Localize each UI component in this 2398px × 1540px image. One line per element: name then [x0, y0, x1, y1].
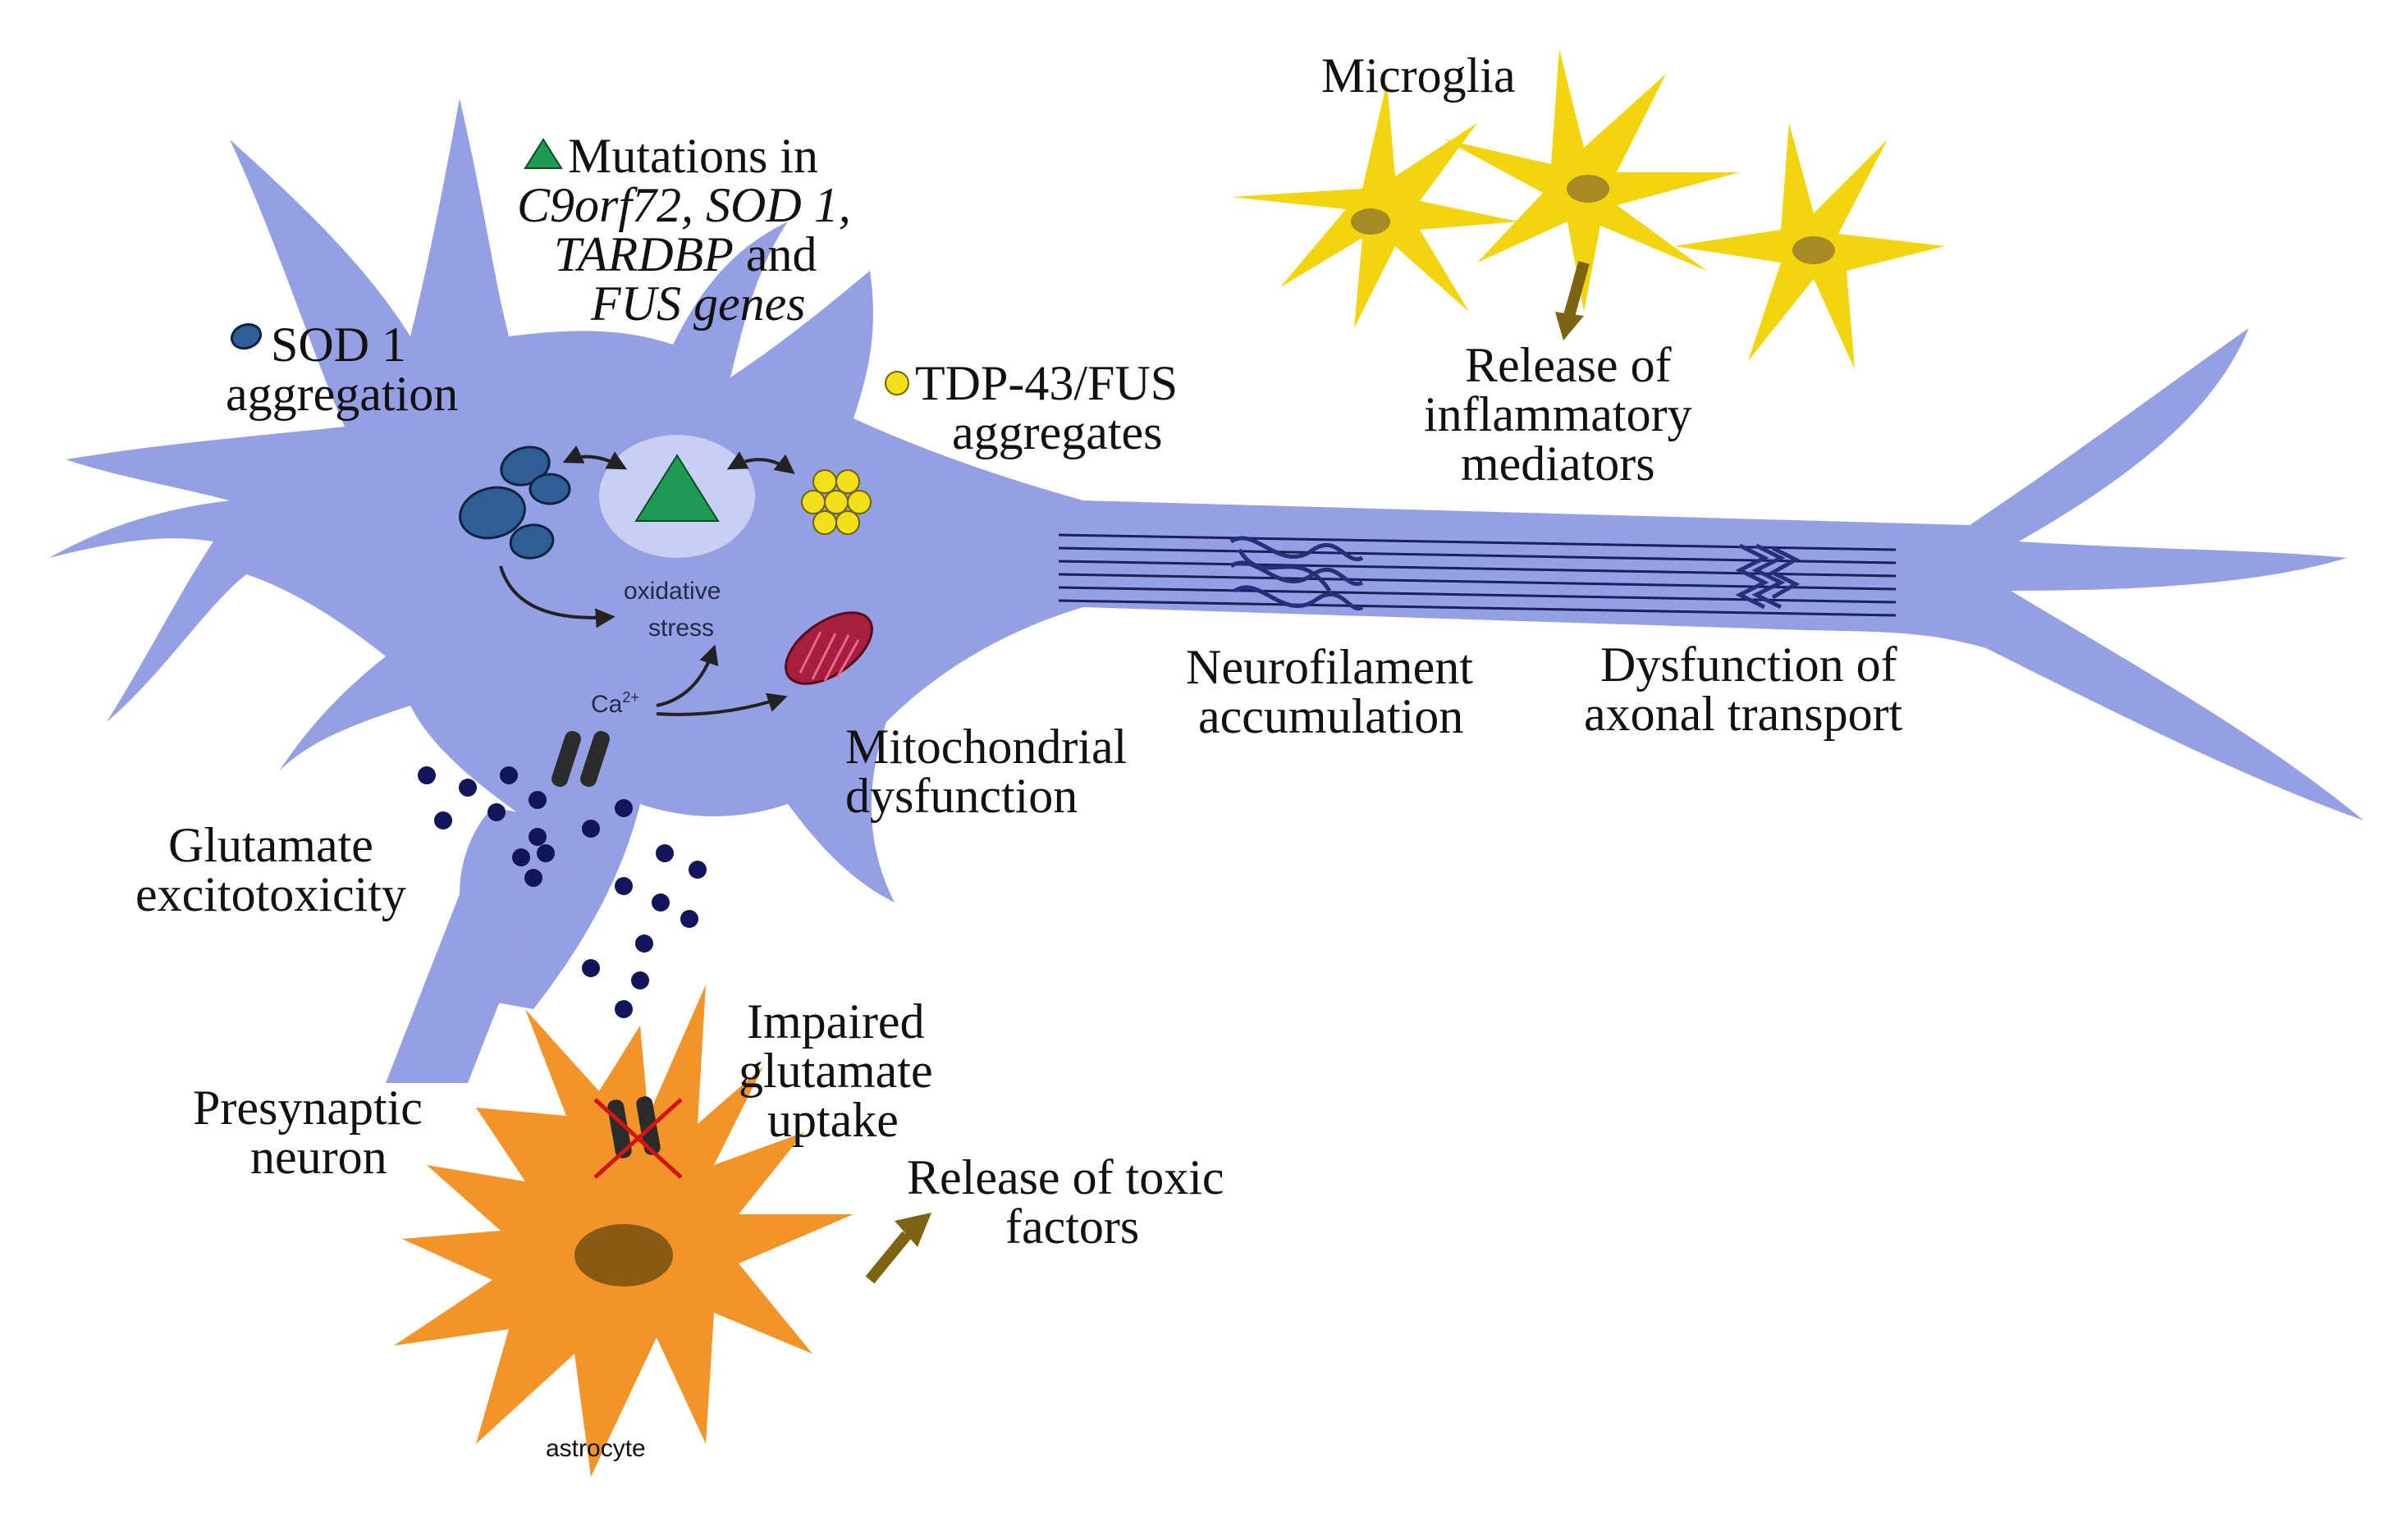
- label-toxic-2: factors: [1005, 1200, 1139, 1254]
- tdp43-aggregates: [801, 469, 872, 535]
- arrow-nucleus-tdp43: [726, 451, 795, 474]
- label-mutations-1: Mutations in: [568, 129, 818, 183]
- neurofilament-tangle: [1229, 536, 1364, 611]
- label-mutations-3: TARDBP and: [554, 227, 817, 281]
- label-inflammatory-3: mediators: [1461, 436, 1655, 491]
- label-neurofilament-1: Neurofilament: [1186, 640, 1473, 694]
- label-impaired-3: uptake: [767, 1093, 899, 1147]
- microglia-group: [1231, 49, 1945, 369]
- triangle-icon: [524, 138, 563, 169]
- microglia-cell-2: [1444, 49, 1740, 312]
- sod1-aggregates: [459, 446, 571, 560]
- glutamate-molecules: [418, 766, 707, 1018]
- label-glutamate-2: excitotoxicity: [135, 867, 406, 921]
- label-tdp43-2: aggregates: [952, 405, 1163, 459]
- arrow-nucleus-sod1: [562, 446, 628, 470]
- axonal-transport-block: [1735, 543, 1801, 610]
- mitochondria: [785, 611, 873, 685]
- blocked-receptor-icon: [593, 1096, 683, 1179]
- arrow-calcium-oxidative: [656, 644, 719, 707]
- label-astrocyte: astrocyte: [546, 1435, 646, 1462]
- triangle-icon: [634, 454, 720, 522]
- label-toxic-1: Release of toxic: [907, 1150, 1224, 1204]
- motor-neuron: [49, 98, 2364, 1083]
- astrocyte-cell: [394, 985, 853, 1477]
- label-mito-1: Mitochondrial: [845, 720, 1127, 774]
- label-sod1-2: aggregation: [226, 367, 458, 421]
- label-microglia: Microglia: [1321, 48, 1516, 103]
- neuron-body: [49, 98, 2364, 1009]
- label-mutations-2: C9orf72, SOD 1,: [517, 178, 851, 232]
- label-presynaptic-2: neuron: [250, 1130, 387, 1184]
- toxic-factors-arrow: [865, 1213, 931, 1284]
- label-neurofilament-2: accumulation: [1198, 689, 1463, 743]
- label-mutations-4: FUS genes: [590, 276, 806, 331]
- label-glutamate-1: Glutamate: [168, 818, 373, 872]
- label-presynaptic-1: Presynaptic: [193, 1081, 423, 1135]
- label-axonal-2: axonal transport: [1584, 687, 1903, 741]
- tdp43-aggregate-icon: [885, 371, 909, 395]
- arrow-calcium-mito: [656, 692, 788, 716]
- astrocyte-nucleus: [574, 1224, 673, 1286]
- label-mito-2: dysfunction: [845, 769, 1078, 823]
- label-tdp43-1: TDP-43/FUS: [915, 356, 1178, 410]
- microglia-cell-1: [1231, 82, 1518, 328]
- label-calcium: Ca2+: [591, 689, 639, 718]
- microglia-cell-3: [1674, 123, 1945, 369]
- label-oxidative-2: stress: [648, 615, 714, 642]
- label-axonal-1: Dysfunction of: [1600, 637, 1897, 692]
- label-impaired-1: Impaired: [747, 994, 925, 1049]
- label-sod1-1: SOD 1: [271, 318, 406, 372]
- presynaptic-terminal: [386, 808, 607, 1083]
- arrow-sod1-oxidative: [499, 565, 616, 628]
- label-inflammatory-1: Release of: [1465, 338, 1672, 392]
- sod1-aggregate-icon: [230, 322, 263, 350]
- receptor-icon: [551, 730, 610, 788]
- label-inflammatory-2: inflammatory: [1424, 387, 1692, 441]
- label-impaired-2: glutamate: [739, 1044, 933, 1098]
- inflammatory-arrow: [1555, 261, 1590, 340]
- label-oxidative-1: oxidative: [624, 578, 721, 605]
